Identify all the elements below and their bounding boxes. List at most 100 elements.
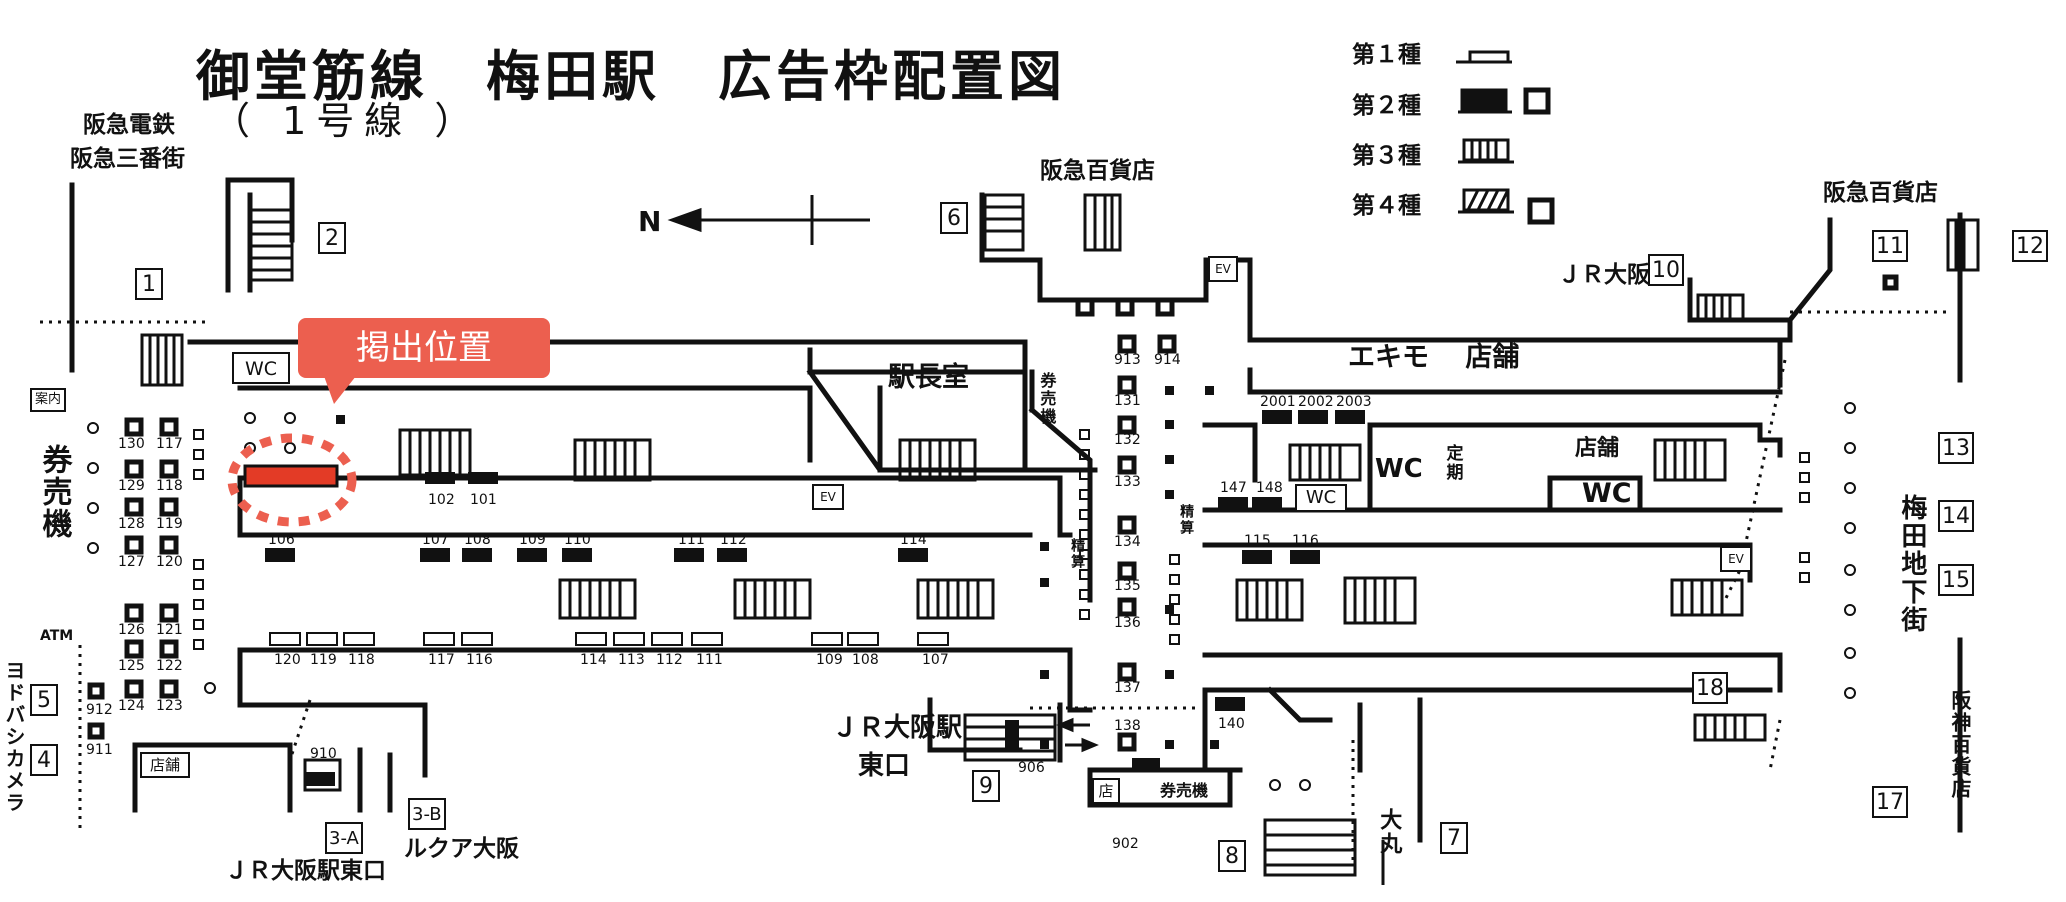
exit-7[interactable]: 7	[1440, 822, 1468, 854]
ad-114: 114	[900, 532, 927, 548]
room-ten: 店	[1092, 778, 1120, 804]
label-hankyu-hyakkaten-1: 阪急百貨店	[1040, 158, 1155, 184]
legend-type3: 第３種	[1352, 143, 1421, 169]
ad-134: 134	[1114, 534, 1141, 550]
label-hankyu-sanbangai: 阪急三番街	[70, 146, 185, 172]
exit-15[interactable]: 15	[1938, 564, 1974, 596]
exit-4[interactable]: 4	[30, 744, 58, 776]
label-hanshin: 阪神百貨店	[1948, 690, 1972, 800]
ad-2001: 2001	[1260, 394, 1296, 410]
ad-c-128: 128	[118, 516, 145, 532]
ad-h-118: 118	[348, 652, 375, 668]
ad-h-116: 116	[466, 652, 493, 668]
ad-h-111: 111	[696, 652, 723, 668]
room-kenbaiki-mid: 券売機	[1037, 372, 1057, 426]
exit-3a[interactable]: 3-A	[325, 822, 363, 854]
label-umeda-chikagai: 梅田地下街	[1896, 494, 1927, 634]
exit-18[interactable]: 18	[1692, 672, 1728, 704]
ad-c-119: 119	[156, 516, 183, 532]
ad-c-129: 129	[118, 478, 145, 494]
ad-147: 147	[1220, 480, 1247, 496]
ad-c-126: 126	[118, 622, 145, 638]
ad-c-124: 124	[118, 698, 145, 714]
room-seisan-2: 精算	[1178, 504, 1195, 536]
ad-h-112: 112	[656, 652, 683, 668]
ad-906: 906	[1018, 760, 1045, 776]
label-hankyu-hyakkaten-2: 阪急百貨店	[1823, 180, 1938, 206]
room-wc-3: WC	[1295, 484, 1347, 512]
highlight-ring	[227, 433, 357, 527]
ad-c-125: 125	[118, 658, 145, 674]
room-wc-1: WC	[232, 352, 290, 384]
ad-c-123: 123	[156, 698, 183, 714]
ad-131: 131	[1114, 393, 1141, 409]
exit-14[interactable]: 14	[1938, 500, 1974, 532]
ad-h-108: 108	[852, 652, 879, 668]
room-tenpo-right: 店舗	[1575, 436, 1620, 461]
ad-101: 101	[470, 492, 497, 508]
ad-138: 138	[1114, 718, 1141, 734]
exit-2[interactable]: 2	[318, 222, 346, 254]
ad-h-107: 107	[922, 652, 949, 668]
ad-112: 112	[720, 532, 747, 548]
room-atm: ATM	[40, 628, 74, 644]
ad-position-callout: 掲出位置	[298, 318, 550, 404]
room-teiki: 定期	[1442, 444, 1463, 482]
ad-914: 914	[1154, 352, 1181, 368]
ad-107: 107	[422, 532, 449, 548]
ad-c-118: 118	[156, 478, 183, 494]
room-tenpo-left: 店舗	[140, 752, 190, 778]
ad-h-113: 113	[618, 652, 645, 668]
room-kenbaiki-big: 券売機	[36, 444, 72, 540]
room-ev-1: EV	[1208, 256, 1238, 282]
highlighted-ad-panel[interactable]	[243, 464, 339, 488]
ad-137: 137	[1114, 680, 1141, 696]
exit-5[interactable]: 5	[30, 684, 58, 716]
ad-102: 102	[428, 492, 455, 508]
exit-12[interactable]: 12	[2012, 230, 2048, 262]
ad-110: 110	[564, 532, 591, 548]
label-ekimo: エキモ 店舗	[1348, 342, 1520, 373]
ad-140: 140	[1218, 716, 1245, 732]
exit-13[interactable]: 13	[1938, 432, 1974, 464]
exit-3b[interactable]: 3-B	[408, 798, 446, 830]
ad-116: 116	[1292, 533, 1319, 549]
ad-c-120: 120	[156, 554, 183, 570]
room-kenbaiki-small: 券売機	[1160, 781, 1209, 800]
ad-109: 109	[519, 532, 546, 548]
ad-135: 135	[1114, 578, 1141, 594]
room-wc-2: WC	[1375, 454, 1423, 484]
exit-17[interactable]: 17	[1872, 786, 1908, 818]
room-ekichoshitsu: 駅長室	[888, 362, 969, 393]
exit-8[interactable]: 8	[1218, 840, 1246, 872]
ad-h-114: 114	[580, 652, 607, 668]
ad-136: 136	[1114, 615, 1141, 631]
ad-c-121: 121	[156, 622, 183, 638]
ad-132: 132	[1114, 432, 1141, 448]
exit-6[interactable]: 6	[940, 202, 968, 234]
ad-111: 111	[678, 532, 705, 548]
ad-913: 913	[1114, 352, 1141, 368]
label-jr-osaka-east-1: ＪＲ大阪駅	[832, 713, 963, 743]
room-seisan-1: 精算	[1069, 538, 1086, 570]
exit-9[interactable]: 9	[972, 770, 1000, 802]
ad-c-130: 130	[118, 436, 145, 452]
ad-h-120: 120	[274, 652, 301, 668]
label-jr-osaka-east-2: 東口	[858, 751, 911, 781]
legend-type2: 第２種	[1352, 93, 1421, 119]
exit-10[interactable]: 10	[1648, 254, 1684, 286]
legend-type4: 第４種	[1352, 193, 1421, 219]
map-subtitle: （ 1号線 ）	[212, 99, 483, 143]
ad-2002: 2002	[1298, 394, 1334, 410]
ad-115: 115	[1244, 533, 1271, 549]
room-ev-2: EV	[812, 484, 844, 510]
exit-11[interactable]: 11	[1872, 230, 1908, 262]
exit-1[interactable]: 1	[135, 268, 163, 300]
label-hankyu-dentetsu: 阪急電鉄	[83, 112, 175, 138]
room-wc-4: WC	[1582, 478, 1632, 509]
legend-type1: 第１種	[1352, 42, 1421, 68]
label-lucua: ルクア大阪	[404, 836, 519, 862]
room-ev-3: EV	[1720, 546, 1752, 572]
label-daimaru: 大丸	[1376, 808, 1402, 856]
